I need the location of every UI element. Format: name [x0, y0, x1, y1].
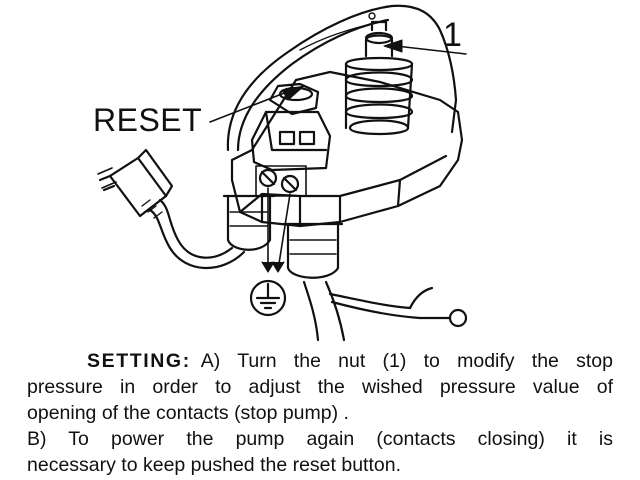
- pump-cable: [302, 280, 468, 342]
- cable-gland-left: [222, 194, 276, 251]
- cable-gland-right: [282, 222, 344, 279]
- reset-callout-label: RESET: [93, 102, 203, 138]
- reset-leader-line: [209, 85, 305, 123]
- setting-instructions: SETTING: A) Turn the nut (1) to modify th…: [27, 348, 613, 478]
- ground-wires: [261, 187, 291, 273]
- instruction-line: SETTING: A) Turn the nut (1) to modify th…: [27, 348, 613, 374]
- step-a-text: A) Turn the nut (1) to modify the stop: [200, 350, 613, 372]
- terminal-screws: [255, 165, 307, 197]
- power-cable: [148, 198, 246, 270]
- cover-outline: [226, 4, 458, 152]
- pressure-switch-diagram: [97, 4, 468, 342]
- ground-symbol-icon: [249, 279, 287, 317]
- pressure-switch-illustration: [97, 4, 468, 342]
- spring-icon: [344, 20, 414, 136]
- instruction-line: B) To power the pump again (contacts clo…: [27, 428, 613, 450]
- instruction-line: necessary to keep pushed the reset butto…: [27, 454, 401, 476]
- instruction-line: pressure in order to adjust the wished p…: [27, 376, 613, 398]
- instruction-line: opening of the contacts (stop pump) .: [27, 402, 349, 424]
- setting-heading: SETTING:: [87, 350, 191, 372]
- plug-icon: [97, 148, 174, 219]
- nut-leader-line: [383, 39, 467, 55]
- nut-callout-number: 1: [443, 16, 462, 54]
